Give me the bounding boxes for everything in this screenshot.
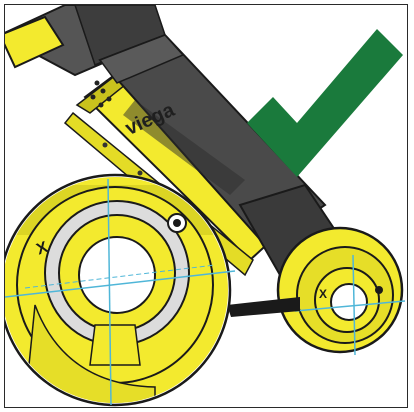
check-mark-icon: [247, 29, 403, 177]
callout-connector: [227, 297, 300, 317]
pressing-tool-illustration: viega X: [5, 5, 406, 407]
illustration-frame: viega X: [4, 4, 408, 408]
tool-body: viega: [75, 33, 327, 262]
pressing-head: X: [238, 183, 406, 356]
head-marker: X: [319, 287, 327, 301]
detail-magnifier: X: [5, 173, 236, 407]
